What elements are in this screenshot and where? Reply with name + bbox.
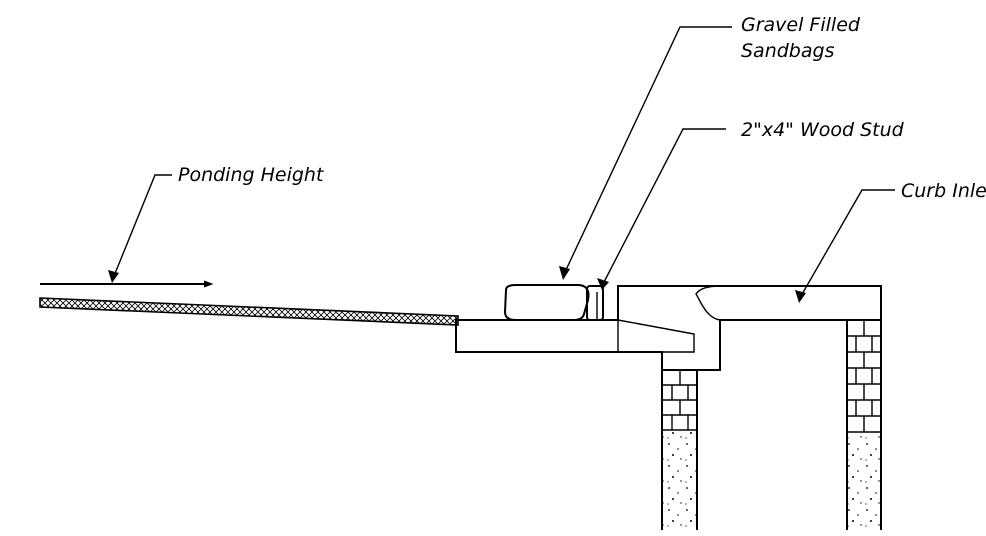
inlet-wall-right: [846, 286, 882, 530]
curb-slab: [455, 285, 882, 371]
label-sandbags: Sandbags: [741, 40, 835, 62]
leader-curb-inlet: [795, 189, 895, 303]
wood-stud: [586, 285, 604, 321]
label-gravel-filled: Gravel Filled: [741, 14, 861, 36]
pavement-surface: [39, 297, 459, 326]
inlet-wall-left: [661, 370, 698, 530]
leader-wood-stud: [597, 128, 726, 290]
label-curb-inlet: Curb Inle: [901, 180, 986, 202]
ponding-height-line: [40, 280, 214, 288]
leader-ponding-height: [108, 174, 172, 283]
leader-gravel-bags: [559, 26, 732, 280]
label-wood-stud: 2"x4" Wood Stud: [741, 119, 905, 141]
gravel-sandbag: [503, 284, 590, 321]
label-ponding-height: Ponding Height: [178, 164, 325, 186]
